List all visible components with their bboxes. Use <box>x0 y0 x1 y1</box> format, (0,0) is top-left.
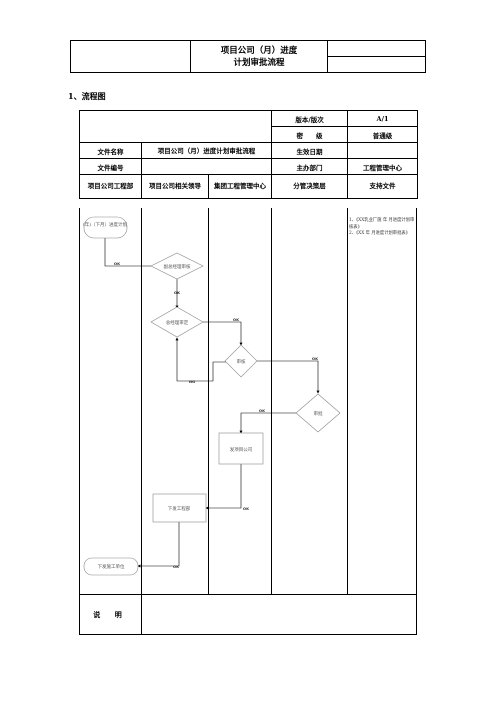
sign-decision <box>295 393 341 433</box>
release-text: 发项目公司 <box>230 446 253 453</box>
sign-text: 审批 <box>314 410 323 417</box>
title-box: 项目公司（月）进度 计划审批流程 <box>70 40 426 73</box>
support-file-item: 1、《XX乳业厂施 年 月进度计划审核表》 <box>349 218 415 230</box>
gm-review-text: 总经理审定 <box>166 319 189 326</box>
arrow-sign-to-release <box>239 412 296 434</box>
arrow-dept-to-unit <box>137 522 180 568</box>
lane-divider <box>208 208 209 595</box>
title-line-2: 计划审批流程 <box>233 58 285 68</box>
start-terminal <box>83 216 128 239</box>
document-title: 项目公司（月）进度 计划审批流程 <box>191 41 328 72</box>
issue-dept-text: 下发工程部 <box>168 505 191 512</box>
center-review-decision <box>224 344 258 378</box>
lane-divider <box>347 208 348 595</box>
title-line-1: 项目公司（月）进度 <box>220 46 298 56</box>
arrow-center-ng-back <box>175 337 230 382</box>
support-file-item: 2、《XX 年 月进度计划审批表》 <box>349 231 410 236</box>
arrow-start-to-vp <box>104 238 167 268</box>
issue-dept-process <box>152 493 207 523</box>
label-ok: OK <box>243 506 250 511</box>
lane-header-center: 集团工程管理中心 <box>207 174 273 199</box>
arrow-gm-to-center <box>202 321 243 346</box>
lane-header-support: 支持文件 <box>347 174 419 199</box>
lane-header-decision: 分管决策层 <box>271 174 349 199</box>
start-text: (年)（下月）进度计划 <box>83 221 128 228</box>
title-right-cell <box>328 41 426 57</box>
title-left-cell <box>71 41 191 72</box>
label-ok: OK <box>312 356 319 361</box>
lane-divider <box>271 208 272 595</box>
note-box: 说 明 <box>79 595 417 635</box>
swimlane-area <box>79 208 417 595</box>
release-process <box>218 432 264 465</box>
label-ok: OK <box>114 261 121 266</box>
label-ok: OK <box>233 317 240 322</box>
arrow-center-to-sign <box>257 360 320 394</box>
label-ok: OK <box>173 564 180 569</box>
meta-table: 版本/版次 A/1 密 级 普通级 文件名称 项目公司（月）进度计划审批流程 生… <box>78 110 419 199</box>
label-ok: OK <box>259 408 266 413</box>
note-label: 说 明 <box>80 595 142 634</box>
center-review-text: 审核 <box>237 358 246 365</box>
section-title: 1、流程图 <box>68 91 106 101</box>
label-ok: OK <box>174 290 181 295</box>
end-terminal <box>83 557 139 576</box>
gm-review-decision <box>150 306 204 338</box>
label-ng: NG <box>189 379 195 384</box>
arrow-release-to-dept <box>205 464 242 510</box>
vp-review-text: 副总经理审核 <box>164 263 191 270</box>
support-files: 1、《XX乳业厂施 年 月进度计划审核表》 2、《XX 年 月进度计划审批表》 <box>349 218 415 238</box>
lane-divider <box>141 208 142 595</box>
issue-unit-text: 下发施工单位 <box>98 563 125 570</box>
vp-review-decision <box>150 252 204 280</box>
